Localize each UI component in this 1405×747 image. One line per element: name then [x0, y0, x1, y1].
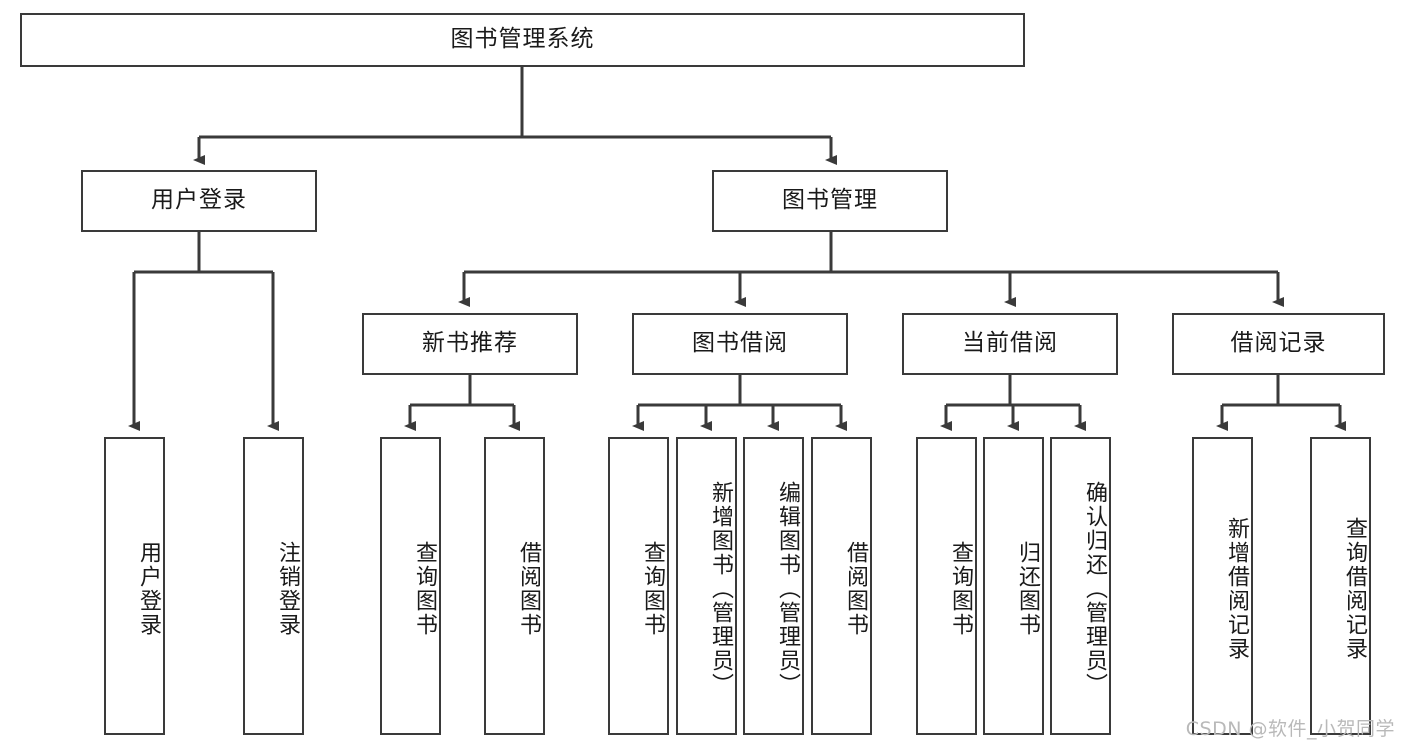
leaf-borrow-add-book-admin[interactable]: 新增图书（管理员）: [676, 437, 737, 735]
node-label: 查询图书: [412, 541, 437, 637]
node-borrow-records[interactable]: 借阅记录: [1172, 313, 1385, 375]
node-label: 确认归还（管理员）: [1082, 481, 1107, 697]
node-label: 用户登录: [151, 187, 247, 214]
node-label: 新增图书（管理员）: [708, 481, 733, 697]
leaf-current-return-books[interactable]: 归还图书: [983, 437, 1044, 735]
node-label: 借阅记录: [1230, 330, 1327, 357]
leaf-current-query-books[interactable]: 查询图书: [916, 437, 977, 735]
node-label: 当前借阅: [962, 330, 1058, 357]
leaf-new-book-query-books[interactable]: 查询图书: [380, 437, 441, 735]
leaf-new-book-borrow-books[interactable]: 借阅图书: [484, 437, 545, 735]
node-label: 查询图书: [640, 541, 665, 637]
leaf-user-login-login[interactable]: 用户登录: [104, 437, 165, 735]
csdn-watermark: CSDN @软件_小贺同学: [1185, 718, 1395, 740]
node-label: 借阅图书: [516, 541, 541, 637]
node-label: 用户登录: [136, 541, 161, 637]
node-label: 新书推荐: [422, 330, 518, 357]
leaf-borrow-query-books[interactable]: 查询图书: [608, 437, 669, 735]
node-label: 编辑图书（管理员）: [775, 481, 800, 697]
node-label: 新增借阅记录: [1224, 517, 1249, 661]
leaf-borrow-edit-book-admin[interactable]: 编辑图书（管理员）: [743, 437, 804, 735]
node-label: 查询借阅记录: [1342, 517, 1367, 661]
node-book-management[interactable]: 图书管理: [712, 170, 948, 232]
node-label: 归还图书: [1015, 541, 1040, 637]
node-label: 图书借阅: [692, 330, 788, 357]
node-root-book-management-system[interactable]: 图书管理系统: [20, 13, 1025, 67]
leaf-record-query-borrow-record[interactable]: 查询借阅记录: [1310, 437, 1371, 735]
node-label: 查询图书: [948, 541, 973, 637]
node-label: 借阅图书: [843, 541, 868, 637]
node-user-login[interactable]: 用户登录: [81, 170, 317, 232]
node-label: 图书管理: [782, 187, 878, 214]
node-current-borrowing[interactable]: 当前借阅: [902, 313, 1118, 375]
leaf-record-add-borrow-record[interactable]: 新增借阅记录: [1192, 437, 1253, 735]
leaf-current-confirm-return-admin[interactable]: 确认归还（管理员）: [1050, 437, 1111, 735]
node-new-book-recommendation[interactable]: 新书推荐: [362, 313, 578, 375]
node-label: 图书管理系统: [450, 26, 595, 53]
node-label: 注销登录: [275, 541, 300, 637]
node-book-borrowing[interactable]: 图书借阅: [632, 313, 848, 375]
leaf-borrow-borrow-books[interactable]: 借阅图书: [811, 437, 872, 735]
leaf-user-login-logout[interactable]: 注销登录: [243, 437, 304, 735]
